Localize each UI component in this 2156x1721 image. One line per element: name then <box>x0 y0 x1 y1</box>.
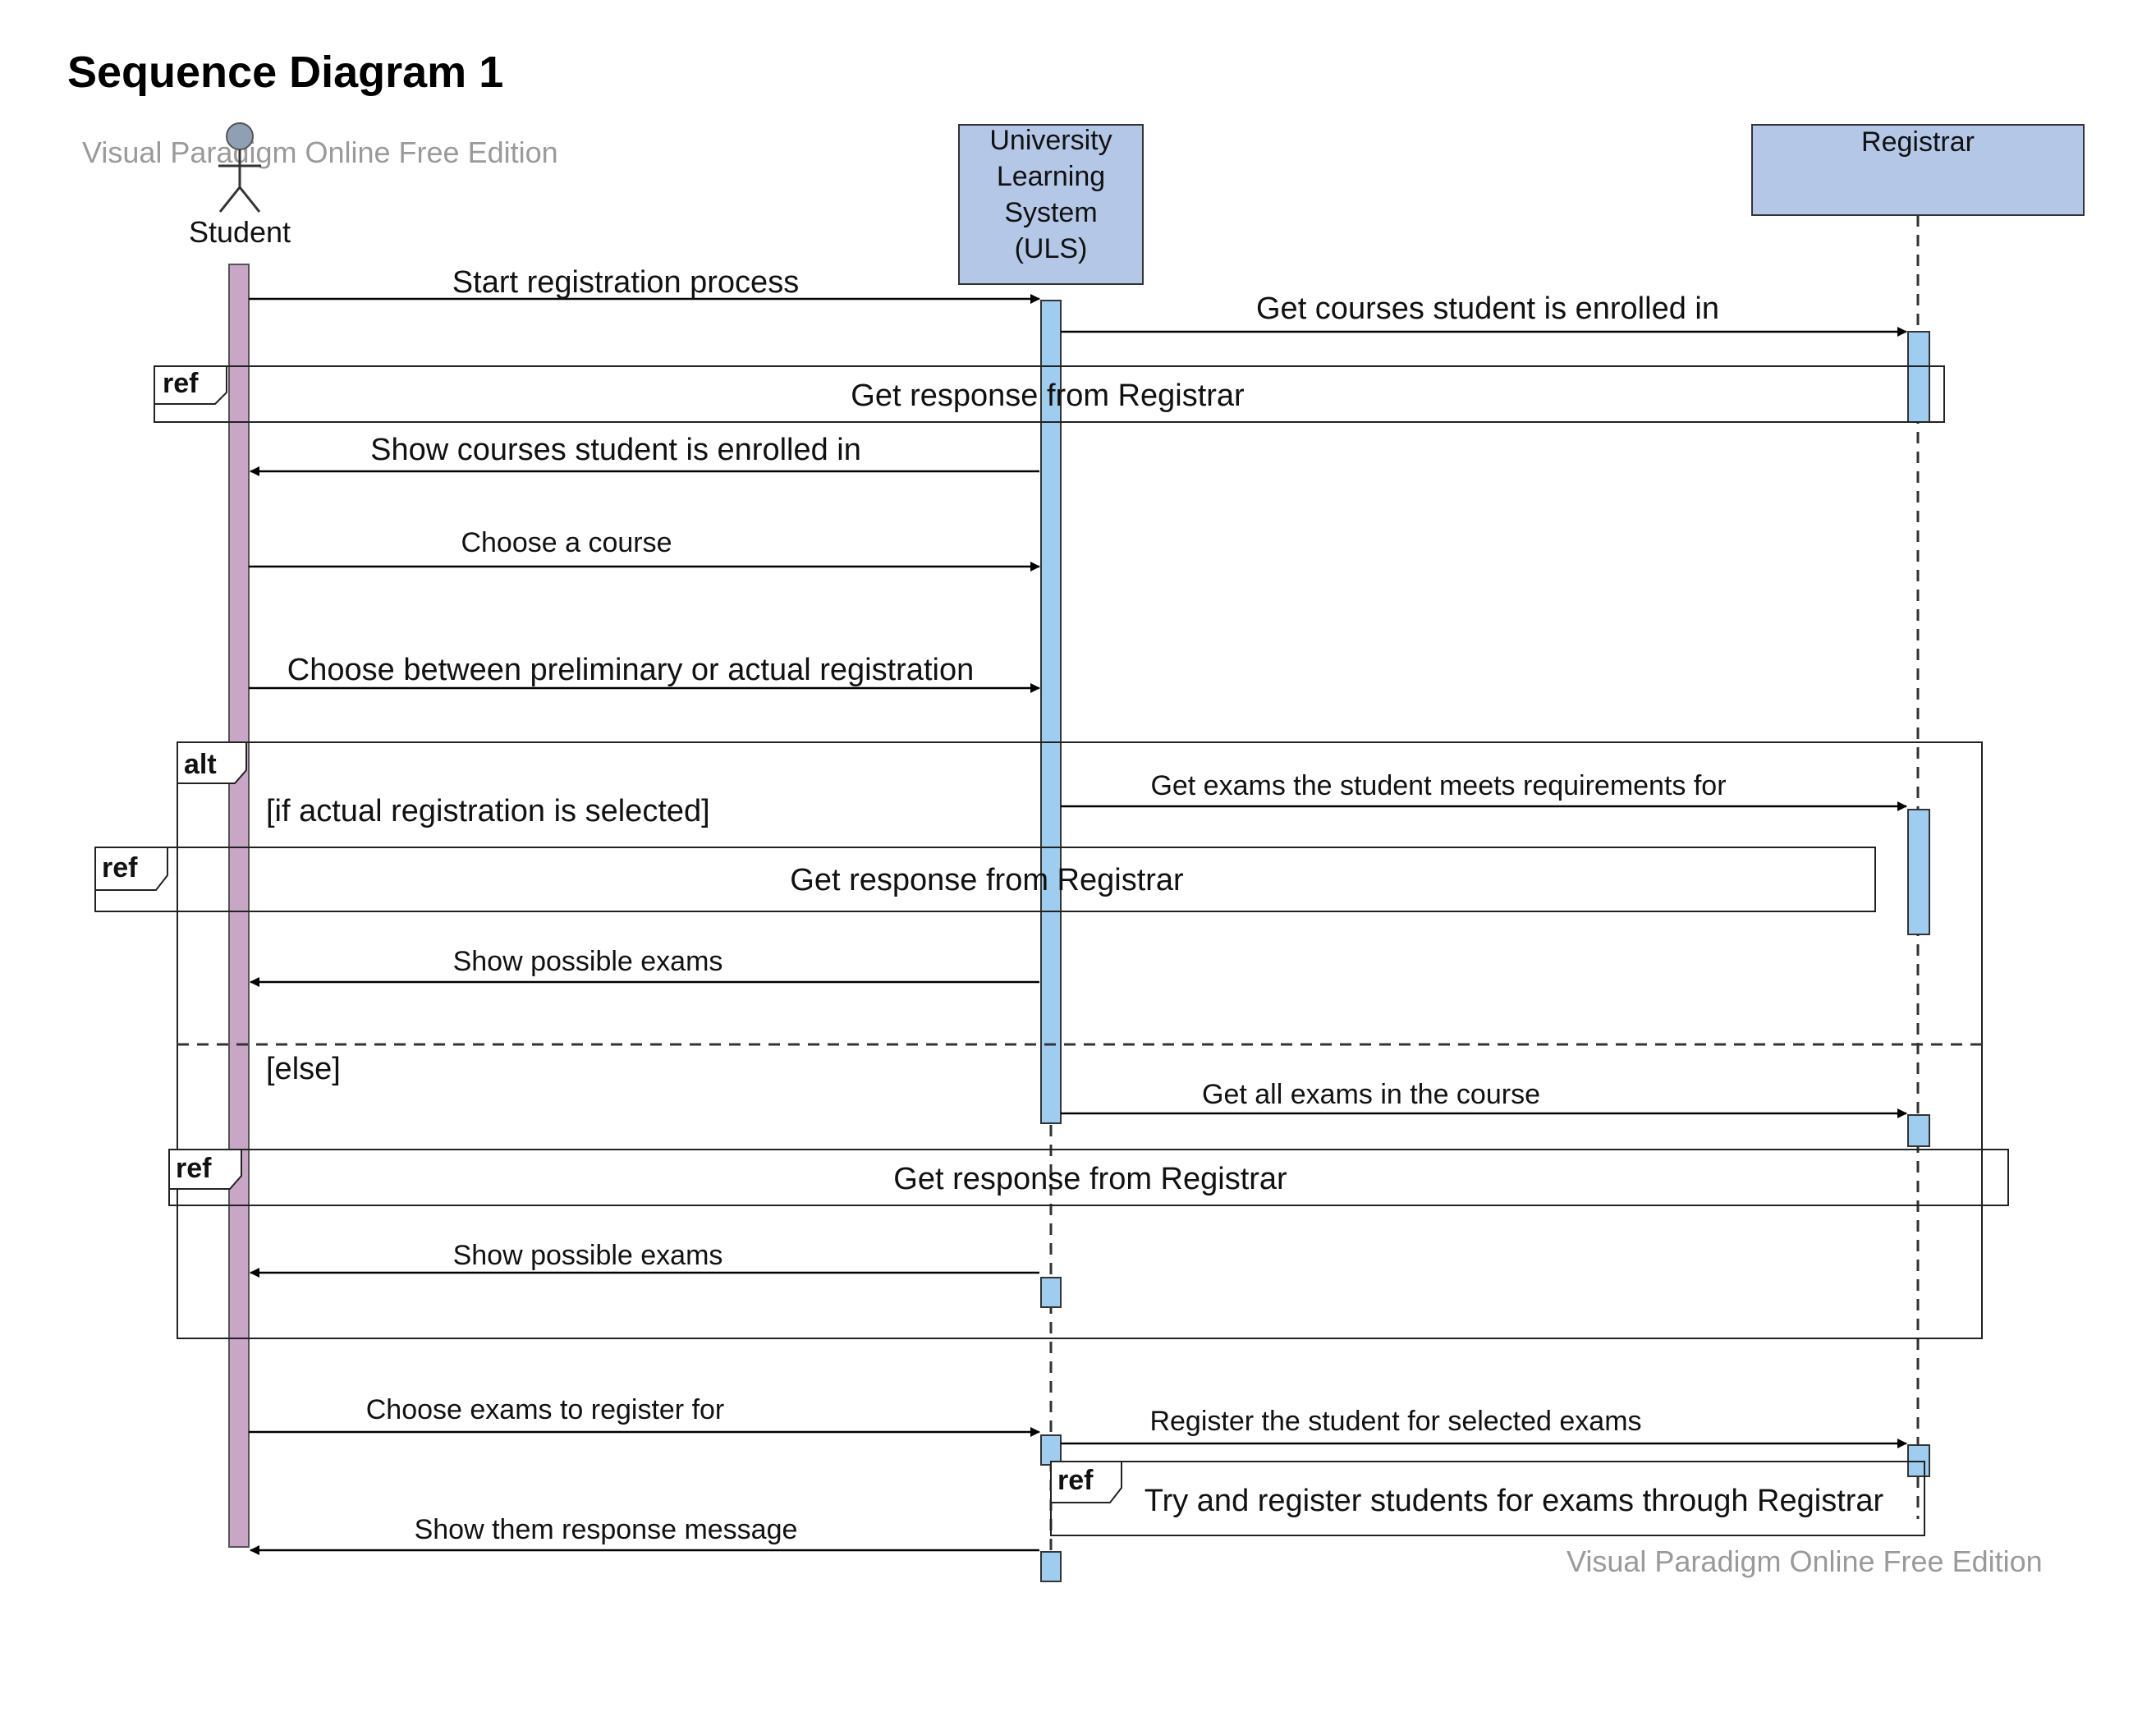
uls-header-box <box>958 124 1144 285</box>
ref-tag-2: ref <box>102 852 138 883</box>
registrar-label: Registrar <box>1861 126 1975 158</box>
uls-activation-bar-1 <box>1040 300 1062 1124</box>
ref-text-3: Get response from Registrar <box>893 1162 1287 1196</box>
message-label-8: Get all exams in the course <box>1202 1079 1540 1110</box>
ref-tag-4: ref <box>1057 1465 1094 1496</box>
ref-text-2: Get response from Registrar <box>790 863 1184 897</box>
registrar-activation-bar-2 <box>1907 809 1930 935</box>
alt-fragment <box>177 741 1983 1339</box>
message-label-10: Choose exams to register for <box>366 1394 725 1425</box>
student-label: Student <box>189 215 291 249</box>
registrar-header-box <box>1751 124 2085 216</box>
uls-activation-bar-2 <box>1040 1277 1062 1308</box>
alt-tag-box <box>177 741 247 784</box>
ref-tag-1: ref <box>163 368 199 399</box>
uls-label-line-2: Learning <box>997 161 1105 192</box>
watermark-top: Visual Paradigm Online Free Edition <box>82 135 558 169</box>
message-label-6: Get exams the student meets requirements… <box>1150 770 1726 801</box>
alt-guard-2: [else] <box>266 1052 341 1086</box>
message-label-1: Start registration process <box>452 265 799 300</box>
watermark-bottom: Visual Paradigm Online Free Edition <box>1567 1544 2043 1578</box>
ref-text-1: Get response from Registrar <box>851 379 1245 413</box>
message-label-5: Choose between preliminary or actual reg… <box>287 653 974 687</box>
message-label-4: Choose a course <box>461 527 672 558</box>
uls-activation-bar-3 <box>1040 1434 1062 1466</box>
message-label-7: Show possible exams <box>453 946 723 977</box>
student-actor-icon <box>218 122 261 213</box>
message-label-9: Show possible exams <box>453 1240 723 1271</box>
uls-label-line-4: (ULS) <box>1015 233 1088 264</box>
uls-activation-bar-4 <box>1040 1551 1062 1582</box>
uls-label-line-1: University <box>989 125 1112 156</box>
ref-tag-box-3 <box>168 1149 242 1190</box>
message-label-12: Show them response message <box>415 1514 798 1545</box>
student-activation-bar <box>228 264 250 1548</box>
ref-text-4: Try and register students for exams thro… <box>1145 1484 1884 1518</box>
uls-label-line-3: System <box>1004 197 1097 228</box>
ref-tag-3: ref <box>176 1153 212 1184</box>
alt-tag: alt <box>184 749 217 780</box>
ref-tag-box-2 <box>94 847 168 891</box>
message-label-3: Show courses student is enrolled in <box>370 433 861 467</box>
message-label-2: Get courses student is enrolled in <box>1256 291 1719 326</box>
message-label-11: Register the student for selected exams <box>1149 1406 1641 1437</box>
alt-guard-1: [if actual registration is selected] <box>266 794 710 828</box>
ref-tag-box-4 <box>1050 1461 1122 1503</box>
registrar-activation-bar-1 <box>1907 331 1930 423</box>
registrar-activation-bar-3 <box>1907 1114 1930 1147</box>
ref-tag-box-1 <box>154 365 227 405</box>
diagram-title: Sequence Diagram 1 <box>67 48 503 97</box>
